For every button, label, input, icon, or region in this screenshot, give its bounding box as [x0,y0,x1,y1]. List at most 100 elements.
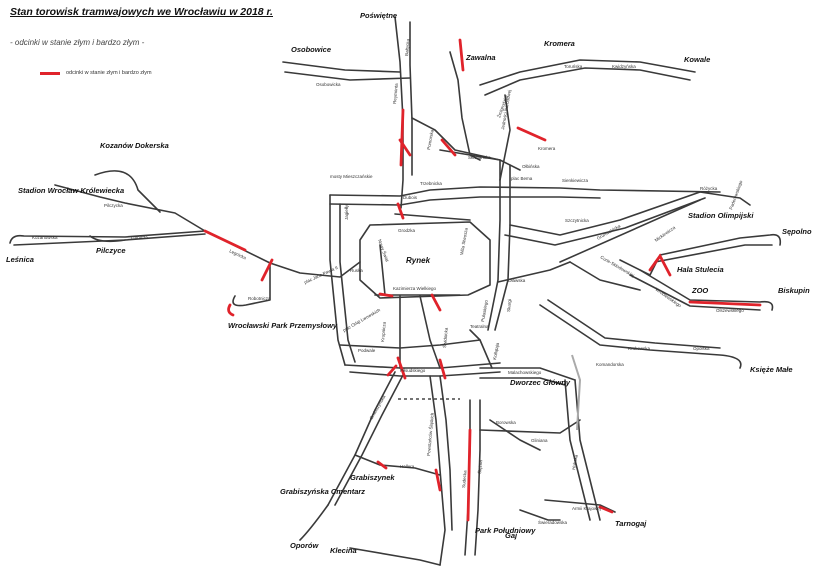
street-armii: Armii Krajowej [572,506,601,511]
street-hallera: Hallera [400,464,415,469]
street-gliniana: Gliniana [531,438,548,443]
track-kozanow [54,184,206,232]
track-poswietne-2 [409,21,413,176]
track-grabiszynek [354,454,441,476]
street-slowianska: Słowiańska [468,155,491,160]
street-rozycka: Różycka [700,186,718,191]
legend-swatch-bad-track [40,71,60,75]
track-sepolno-2 [654,244,773,263]
bad-rynek [378,292,394,298]
street-pulaskiego: Pułaskiego [480,299,489,322]
street-swidnicka: Świdnicka [440,327,449,348]
bad-pilsudskiego-2 [438,358,447,380]
street-jagielly: Jagiełły [344,204,349,220]
place-grabiszynek: Grabiszynek [350,473,395,482]
place-dworzec-glowny: Dworzec Główny [510,378,571,387]
bad-reymonta-2 [398,138,412,157]
bad-hallera [376,460,388,470]
place-stadion-krolewiecka: Stadion Wrocław Królewiecka [18,186,124,195]
street-borowska: Borowska [496,420,516,425]
bad-hala [648,253,672,277]
place-gaj: Gaj [505,531,518,540]
street-jednosci: Jedności Narodowej [500,89,512,130]
track-grunwaldzka-2 [504,197,706,246]
street-opolska: Opolska [693,346,710,351]
street-pomorska: Pomorska [426,129,435,150]
bad-powstancow [434,468,442,492]
street-torunska: Toruńska [564,64,583,69]
street-nowy-swiat: Nowy Świat [377,238,392,263]
track-osobowice [282,61,401,73]
street-kazimierza: Kazimierza Wielkiego [393,286,437,291]
street-olszewskiego: Olszewskiego [716,308,744,313]
track-robotnicza [232,262,271,307]
track-slezna [489,419,541,451]
street-olawska: Oławska [508,278,526,283]
street-plac-bema: plac Bema [511,176,533,181]
street-podwale: Podwale [358,348,376,353]
place-kowale: Kowale [684,55,710,64]
place-kromera: Kromera [544,39,575,48]
track-ring-east-2 [494,164,511,331]
street-krakowska: Krakowska [628,346,651,351]
place-kozanow-dokerska: Kozanów Dokerska [100,141,169,150]
street-jana-pawla: plac Jana Pawła II [303,265,338,285]
street-slezna: Ślężna [475,459,483,474]
street-komandorska: Komandorska [596,362,624,367]
tram-tracks [9,16,782,566]
track-dokerska [94,170,161,213]
track-biskupin [639,269,774,311]
place-poswietne: Poświętne [360,11,397,20]
track-grodzka [394,213,471,221]
place-zawalna: Zawalna [465,53,496,62]
street-kromera: Kromera [538,146,556,151]
track-ring-east [487,159,501,331]
street-sienkiewicza: Sienkiewicza [562,178,589,183]
track-legnicka [269,261,361,278]
place-osobowice: Osobowice [291,45,331,54]
street-lotnicza: Lotnicza [131,235,148,240]
street-wita-stwosza: Wita Stwosza [459,227,469,255]
street-mickiewicza: Mickiewicza [654,225,677,243]
place-hala-stulecia: Hala Stulecia [677,265,724,274]
street-baltycka: Bałtycka [404,38,411,56]
track-gaj [519,509,561,521]
track-olawska-east [569,261,641,291]
track-pilczyce [89,235,126,243]
place-rynek: Rynek [406,256,431,265]
track-ring-south [344,362,501,369]
street-grabiszynska: Grabiszyńska [369,394,387,421]
track-oporow [299,504,329,541]
street-ruska: Ruska [350,268,363,273]
track-pulaskiego [469,329,493,369]
street-paderewskiego: Paderewskiego [728,179,743,210]
street-olbinska: Ołbińska [522,164,540,169]
bad-borowska [466,428,472,522]
track-krakowska [539,304,742,369]
street-powstancow: Powstańców Śląskich [424,412,435,456]
place-grabiszynska-cmentarz: Grabiszyńska Cmentarz [280,487,365,496]
bad-legnicka [203,229,247,252]
street-kozanowska: Kozanowska [32,235,58,240]
street-pilczycka: Pilczycka [104,203,123,208]
bad-zoo [688,300,762,307]
place-ksieze-male: Księże Małe [750,365,793,374]
street-szczytnicka: Szczytnicka [565,218,589,223]
track-powstancow-2 [439,375,453,531]
place-zoo: ZOO [691,286,708,295]
track-stadion [699,191,751,206]
legend-label: odcinki w stanie złym i bardzo złym [66,70,152,76]
street-labels: Toruńska Kwidzyńska Osobowicka Pilczycka… [32,38,744,525]
track-rynek-loop [359,221,491,299]
track-powstancow [429,375,446,566]
track-olimpijski-diag [559,199,701,263]
track-kromera [479,59,696,86]
track-ring-north [329,186,721,197]
track-borowska-2 [474,399,481,556]
street-kollataja: Kołłątaja [492,342,500,360]
track-hubska-2 [564,379,591,521]
track-pomorska [411,117,501,161]
street-dubois: Dubois [403,195,418,200]
track-dworzec-2 [479,377,566,386]
street-swieradowska: Świeradowska [538,518,568,525]
